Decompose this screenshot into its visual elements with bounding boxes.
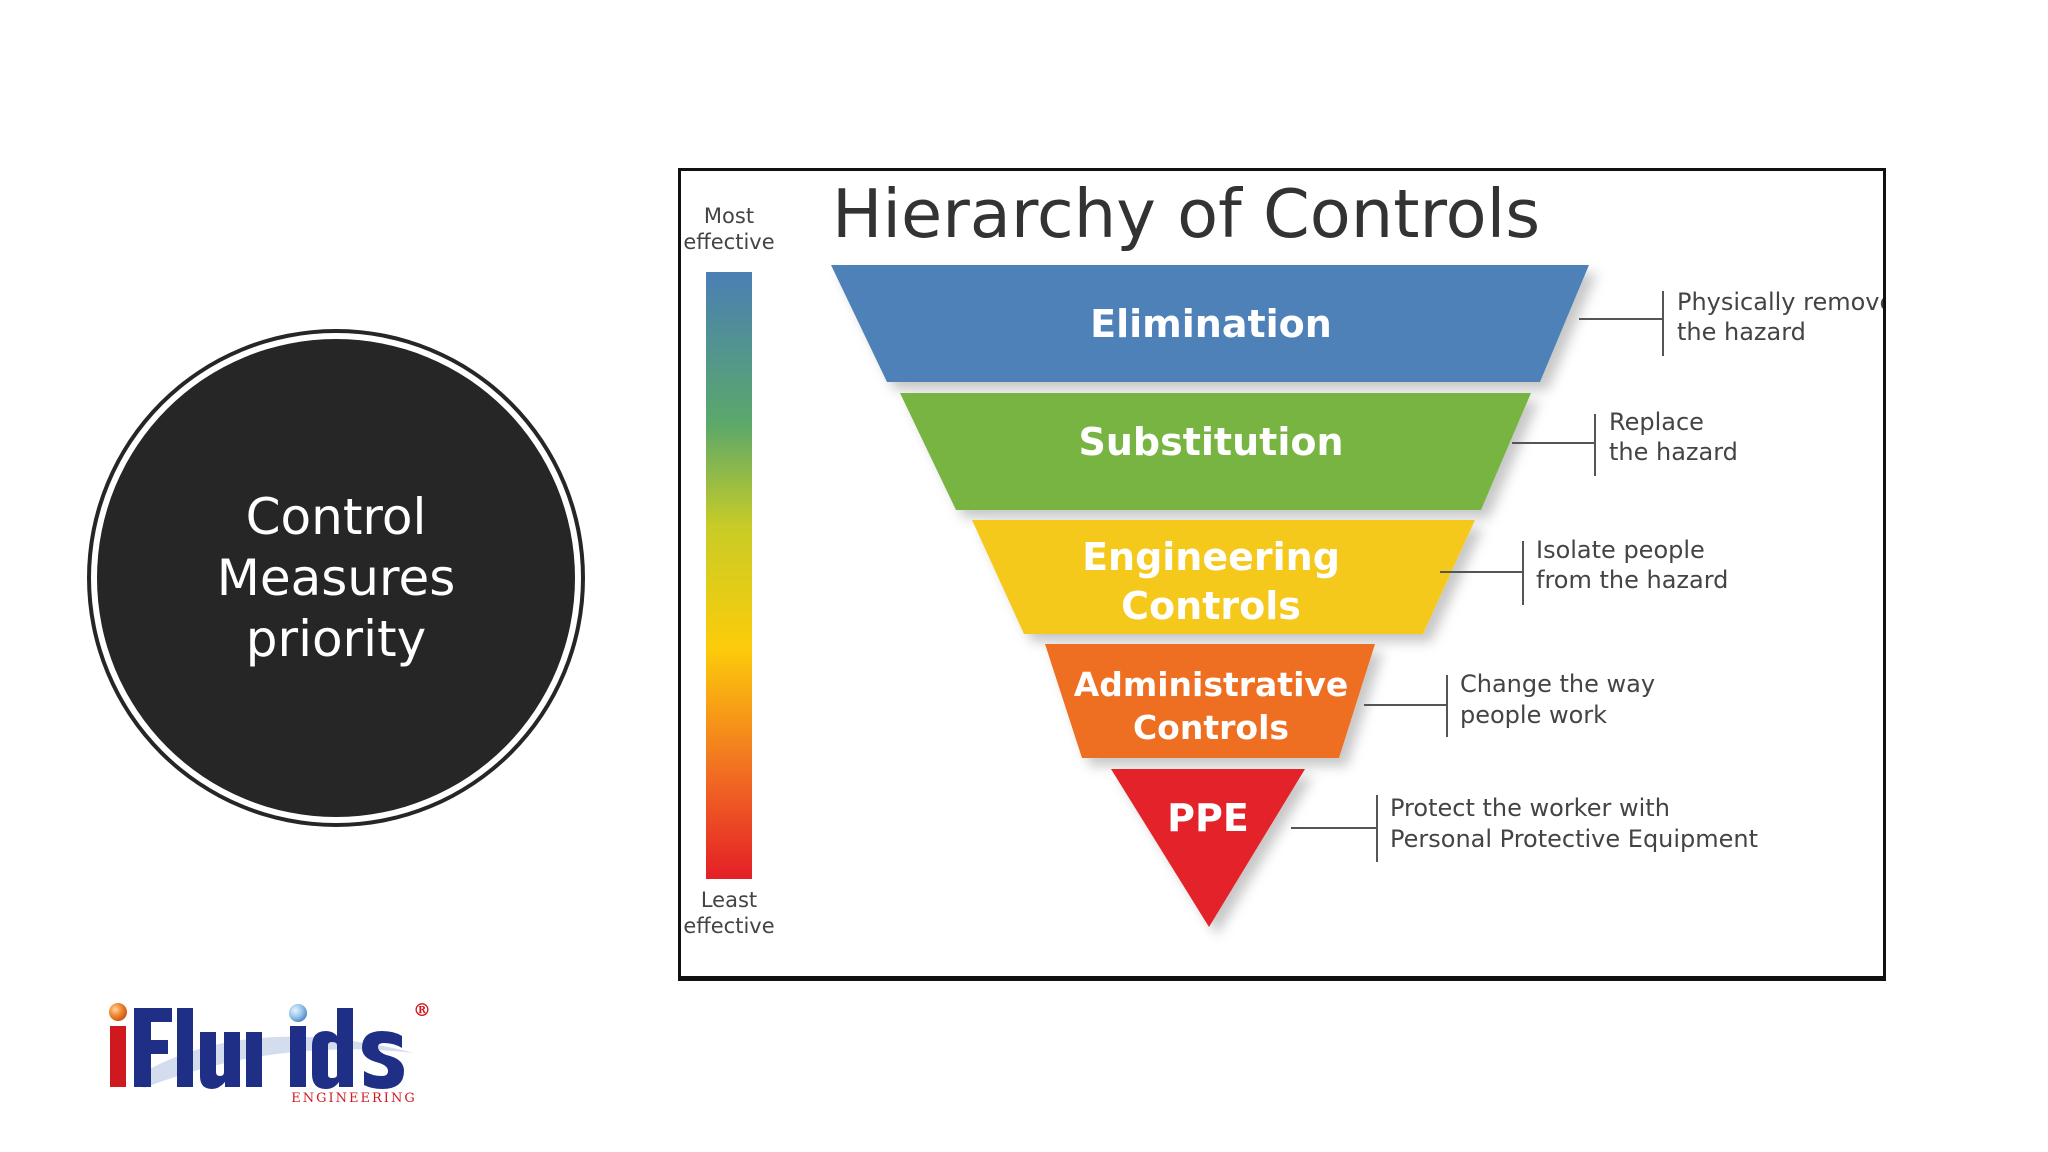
level-description-line: Protect the worker with — [1390, 794, 1670, 822]
band-label: Controls — [1121, 584, 1301, 628]
level-description-line: from the hazard — [1536, 566, 1728, 594]
hierarchy-diagram: Hierarchy of Controls Most effective Lea… — [683, 175, 1883, 938]
logo-registered: ® — [413, 1000, 431, 1021]
pyramid — [831, 265, 1589, 927]
title-circle: Control Measures priority — [97, 339, 575, 817]
level-description-line: people work — [1460, 701, 1607, 729]
band-elimination — [831, 265, 1589, 382]
level-description-line: Change the way — [1460, 670, 1655, 698]
band-label: Elimination — [1090, 302, 1332, 346]
circle-title-line: Measures — [216, 548, 456, 607]
scale-bottom-label-line: Least — [701, 888, 757, 912]
figure-title: Hierarchy of Controls — [832, 175, 1540, 253]
scale-bottom-label-line: effective — [683, 914, 774, 938]
band-label: Administrative — [1074, 665, 1349, 704]
band-label: PPE — [1167, 796, 1249, 840]
band-label: Controls — [1133, 708, 1289, 747]
level-description-line: the hazard — [1609, 438, 1738, 466]
hierarchy-figure: Hierarchy of Controls Most effective Lea… — [678, 168, 1886, 981]
scale-top-label-line: effective — [683, 230, 774, 254]
circle-title-line: Control — [245, 487, 427, 546]
band-administrative-controls — [1045, 644, 1375, 758]
level-description-line: Personal Protective Equipment — [1390, 825, 1758, 853]
band-label: Engineering — [1082, 535, 1340, 579]
band-ppe — [1111, 769, 1305, 927]
logo-dot-blue — [289, 1004, 307, 1022]
effectiveness-gradient-bar — [706, 272, 752, 879]
level-description-line: Replace — [1609, 408, 1704, 436]
connectors — [1291, 291, 1664, 862]
circle-title-line: priority — [245, 609, 427, 668]
circle-title: Control Measures priority — [156, 487, 516, 670]
level-description-line: Physically remove — [1677, 288, 1883, 316]
logo-subtext: ENGINEERING — [291, 1091, 416, 1106]
level-description-line: Isolate people — [1536, 536, 1705, 564]
level-description-line: the hazard — [1677, 318, 1806, 346]
band-substitution — [900, 393, 1531, 510]
ifluids-logo-mark: ® ENGINEERING — [109, 1000, 431, 1106]
logo-letterforms — [110, 1008, 404, 1089]
band-engineering-controls — [972, 520, 1475, 634]
scale-top-label-line: Most — [704, 204, 754, 228]
band-label: Substitution — [1079, 420, 1344, 464]
ifluids-logo: ® ENGINEERING — [104, 998, 434, 1108]
logo-dot-red — [109, 1003, 127, 1021]
